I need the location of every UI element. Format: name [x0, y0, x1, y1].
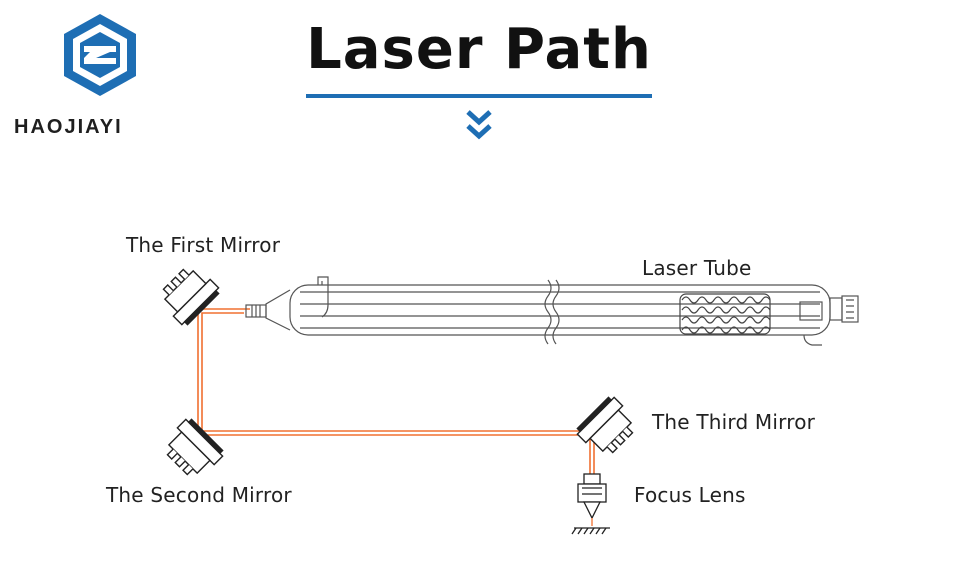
page-title: Laser Path: [306, 17, 652, 82]
brand-logo: HAOJIAYI: [10, 12, 190, 138]
first-mirror: [162, 268, 220, 326]
laser-tube: [245, 276, 859, 346]
second-mirror-label: The Second Mirror: [106, 483, 292, 507]
focus-lens-label: Focus Lens: [634, 483, 746, 507]
third-mirror-label: The Third Mirror: [652, 410, 816, 434]
title-underline: [306, 94, 652, 98]
laser-beam: [197, 308, 595, 478]
second-mirror: [166, 418, 224, 476]
first-mirror-label: The First Mirror: [126, 233, 281, 257]
laser-tube-label: Laser Tube: [642, 256, 752, 280]
third-mirror: [576, 396, 634, 454]
logo-mark-icon: [64, 14, 136, 96]
chevron-down-double-icon: [466, 110, 492, 140]
focus-lens: [571, 473, 610, 535]
brand-name: HAOJIAYI: [14, 116, 123, 138]
